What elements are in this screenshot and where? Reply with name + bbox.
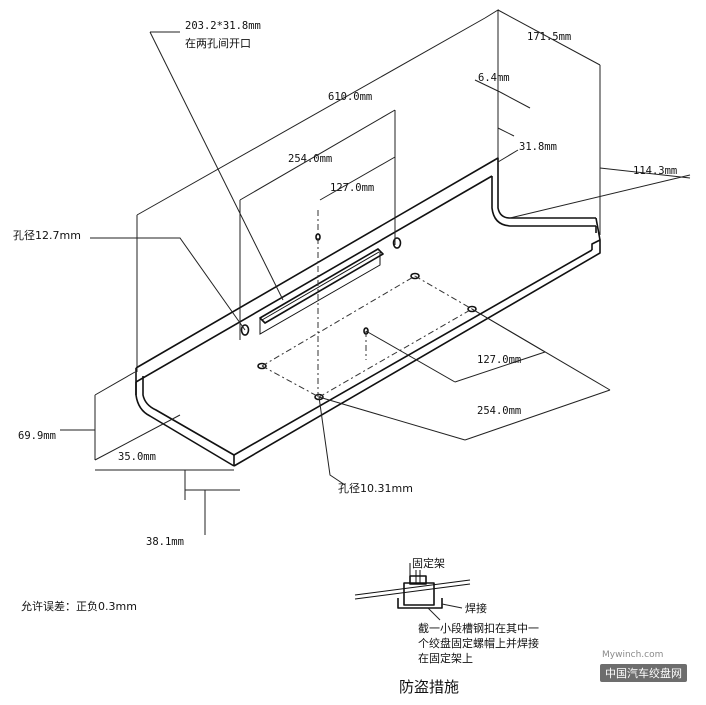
height-171-label: 171.5mm — [527, 31, 572, 43]
height-69-9-label: 69.9mm — [18, 430, 56, 442]
centre-lines — [261, 210, 473, 398]
weld-label: 焊接 — [465, 602, 487, 615]
lip-31-8-label: 31.8mm — [519, 141, 557, 153]
hole-10-31-label: 孔径10.31mm — [338, 482, 413, 495]
span-254-bottom-label: 254.0mm — [477, 405, 522, 417]
watermark-site: Mywinch.com — [602, 650, 664, 660]
span-127-bottom-label: 127.0mm — [477, 354, 522, 366]
hole-12-7-label: 孔径12.7mm — [13, 229, 81, 242]
depth-114-label: 114.3mm — [633, 165, 678, 177]
span-254-top-label: 254.0mm — [288, 153, 333, 165]
tolerance-note: 允许误差：正负0.3mm — [21, 600, 137, 613]
detail-note-line-3: 在固定架上 — [418, 652, 473, 665]
edge-38-1-label: 38.1mm — [146, 536, 184, 548]
drawing-title: 防盗措施 — [399, 678, 460, 696]
hole-bottom-3 — [410, 272, 420, 280]
bracket-label: 固定架 — [412, 557, 445, 570]
detail-sketch — [354, 563, 471, 621]
length-610-label: 610.0mm — [328, 91, 373, 103]
bracket-outline — [135, 157, 601, 467]
hole-top-right — [392, 237, 402, 249]
watermark-brand: 中国汽车绞盘网 — [600, 664, 687, 682]
detail-note-line-1: 截一小段槽钢扣在其中一 — [418, 622, 539, 635]
hole-top-left — [240, 324, 250, 336]
hole-bottom-4 — [467, 305, 477, 313]
offset-35-label: 35.0mm — [118, 451, 156, 463]
dimension-lines — [60, 9, 691, 535]
thickness-6-4-label: 6.4mm — [478, 72, 510, 84]
slot-size-label: 203.2*31.8mm — [185, 20, 261, 32]
detail-note-line-2: 个绞盘固定螺帽上并焊接 — [418, 637, 539, 650]
hole-bottom-1 — [257, 362, 267, 370]
slot-note-label: 在两孔间开口 — [185, 37, 251, 50]
span-127-top-label: 127.0mm — [330, 182, 375, 194]
